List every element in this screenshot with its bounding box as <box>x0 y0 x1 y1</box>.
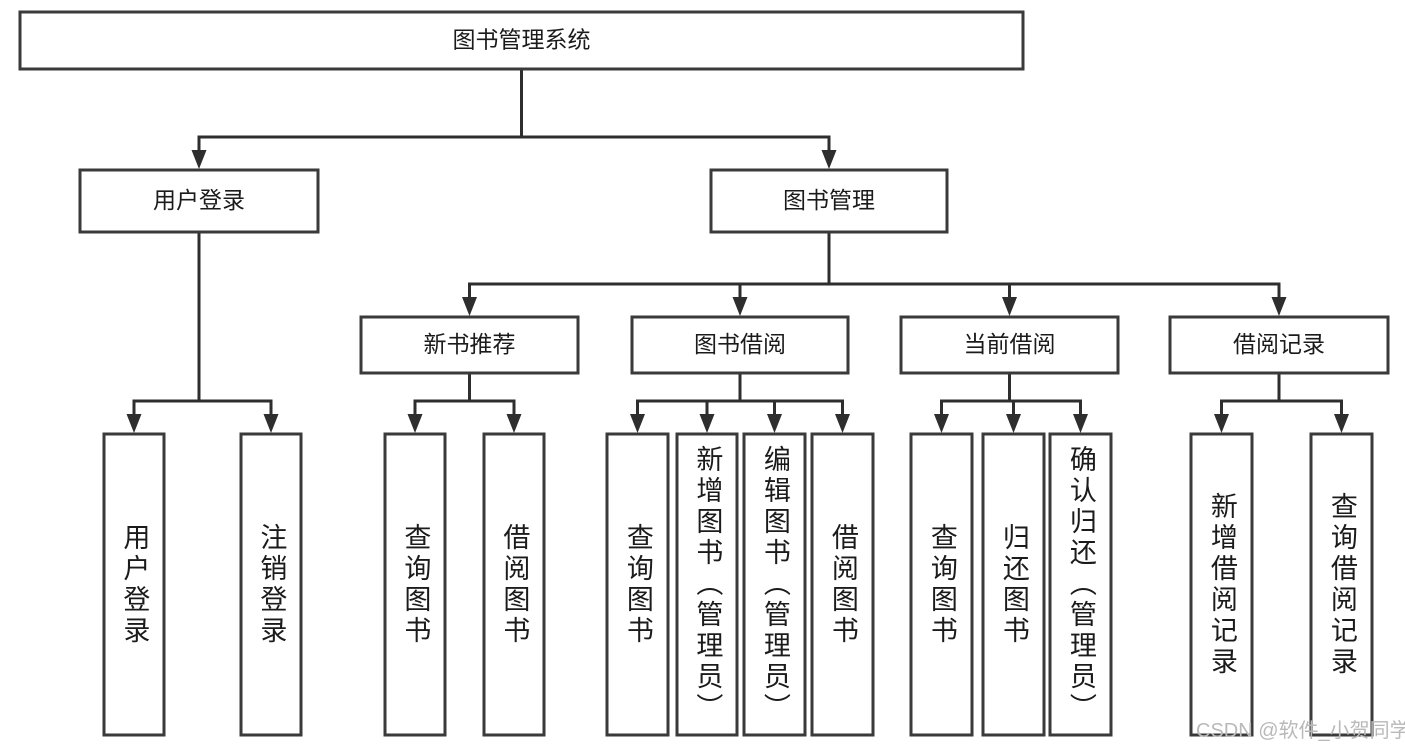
arrow-head-icon <box>263 414 279 433</box>
node-label-book-borrow: 图书借阅 <box>694 331 786 357</box>
edge-group-borrow-record <box>1214 371 1349 433</box>
node-box-root[interactable] <box>18 10 1025 71</box>
arrow-head-icon <box>1073 414 1088 433</box>
node-box-current-borrow[interactable] <box>899 315 1120 375</box>
node-label-new-book-rec: 新书推荐 <box>424 331 516 357</box>
edge-group-root <box>191 67 837 169</box>
arrow-head-icon <box>934 414 949 433</box>
node-box-layer <box>18 10 1390 737</box>
connector-layer <box>126 67 1349 433</box>
arrow-head-icon <box>821 150 837 169</box>
arrow-head-icon <box>630 414 645 433</box>
watermark: CSDN @软件_小贺同学 <box>1196 720 1405 742</box>
arrow-head-icon <box>462 297 477 316</box>
node-box-leaf-query-record[interactable] <box>1309 432 1374 737</box>
node-box-user-login[interactable] <box>78 168 320 234</box>
node-box-leaf-add-record[interactable] <box>1189 432 1254 737</box>
node-label-user-login: 用户登录 <box>153 187 245 213</box>
node-box-leaf-query-book[interactable] <box>605 432 670 737</box>
node-box-borrow-record[interactable] <box>1168 315 1390 375</box>
node-box-leaf-borrow-book-rec[interactable] <box>482 432 546 737</box>
edge-group-book-borrow <box>630 371 850 433</box>
edge-group-current-borrow <box>934 371 1088 433</box>
arrow-head-icon <box>699 414 715 433</box>
arrow-head-icon <box>506 414 522 433</box>
edge-group-book-manage <box>462 230 1287 316</box>
node-label-current-borrow: 当前借阅 <box>964 331 1056 357</box>
arrow-head-icon <box>191 150 207 169</box>
edge-group-user-login <box>126 230 279 433</box>
arrow-head-icon <box>1334 414 1349 433</box>
node-label-root: 图书管理系统 <box>453 27 591 53</box>
arrow-head-icon <box>407 414 423 433</box>
arrow-head-icon <box>732 297 748 316</box>
node-box-leaf-user-login[interactable] <box>102 432 166 737</box>
node-box-book-borrow[interactable] <box>630 315 850 375</box>
node-box-leaf-confirm-return[interactable] <box>1048 432 1113 737</box>
arrow-head-icon <box>1271 297 1287 316</box>
node-box-leaf-logout[interactable] <box>239 432 303 737</box>
arrow-head-icon <box>1006 414 1021 433</box>
arrow-head-icon <box>1002 297 1017 316</box>
node-box-leaf-add-book[interactable] <box>675 432 739 737</box>
node-box-leaf-return-book[interactable] <box>981 432 1046 737</box>
node-box-leaf-query-book-cur[interactable] <box>909 432 974 737</box>
node-box-leaf-edit-book[interactable] <box>742 432 807 737</box>
arrow-head-icon <box>1214 414 1229 433</box>
node-label-borrow-record: 借阅记录 <box>1233 331 1325 357</box>
node-box-new-book-rec[interactable] <box>359 315 580 375</box>
node-label-book-manage: 图书管理 <box>783 187 875 213</box>
arrow-head-icon <box>126 414 142 433</box>
edge-group-new-book-rec <box>407 371 522 433</box>
arrow-head-icon <box>767 414 782 433</box>
node-box-book-manage[interactable] <box>709 168 949 234</box>
node-box-leaf-borrow-book[interactable] <box>810 432 875 737</box>
arrow-head-icon <box>835 414 850 433</box>
node-box-leaf-query-book-rec[interactable] <box>383 432 447 737</box>
